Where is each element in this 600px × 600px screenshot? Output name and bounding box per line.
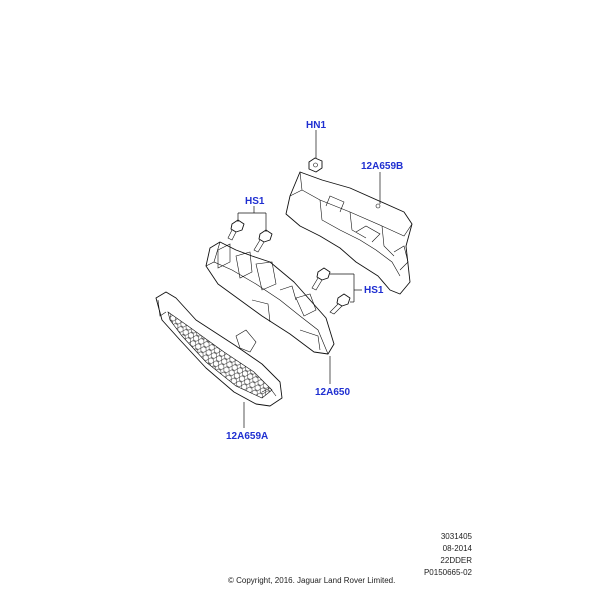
bolt-HS1-right-a: [311, 267, 331, 291]
module-12A650: [205, 241, 335, 355]
meta-line-3: 22DDER: [440, 556, 472, 565]
nut-HN1: [308, 157, 323, 173]
meta-line-4: P0150665-02: [423, 568, 472, 577]
meta-line-2: 08-2014: [442, 544, 472, 553]
callout-12A650: 12A650: [315, 387, 350, 398]
callout-12A659A: 12A659A: [226, 431, 268, 442]
meta-line-1: 3031405: [440, 532, 472, 541]
copyright-notice: © Copyright, 2016. Jaguar Land Rover Lim…: [228, 576, 396, 585]
bolt-HS1-left-a: [227, 219, 245, 241]
bolt-HS1-left-b: [253, 229, 273, 253]
lower-bracket-12A659A: [155, 291, 283, 407]
callout-HS1-right: HS1: [364, 285, 384, 296]
leader-lines: [237, 130, 381, 428]
callout-HS1-left: HS1: [245, 196, 265, 207]
callout-HN1: HN1: [306, 120, 326, 131]
upper-bracket-12A659B: [285, 171, 413, 295]
bolt-HS1-right-b: [329, 293, 351, 315]
callout-12A659B: 12A659B: [361, 161, 403, 172]
